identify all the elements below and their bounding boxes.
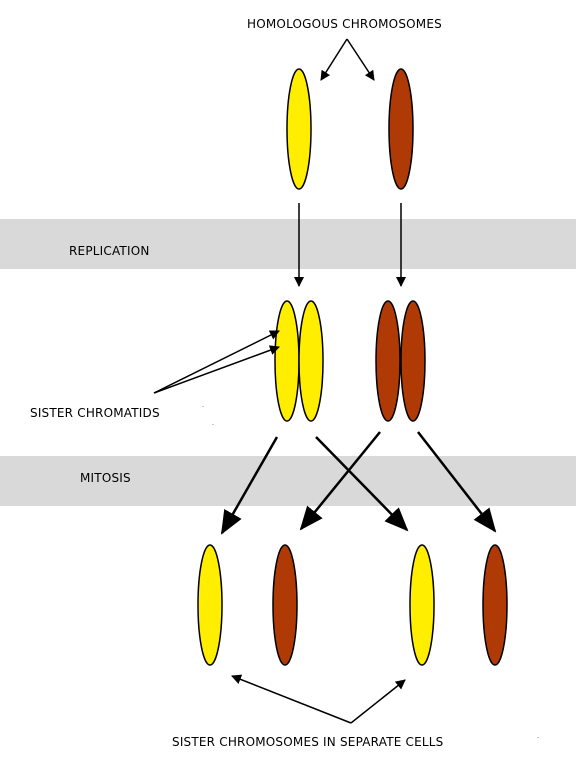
- sister-chromosome-pointer-left: [231, 674, 352, 724]
- mitosis-arrow-1: [220, 436, 279, 535]
- brown-chromatid-right: [400, 300, 426, 422]
- replication-label: REPLICATION: [69, 244, 150, 258]
- chromatid-pointer-arrow-2: [153, 345, 280, 394]
- mitosis-arrow-4: [417, 431, 497, 533]
- sister-chromosomes-label: SISTER CHROMOSOMES IN SEPARATE CELLS: [172, 735, 444, 749]
- speck-3: [537, 737, 539, 738]
- brown-chromosome: [388, 68, 414, 190]
- yellow-chromatid-left: [274, 300, 300, 422]
- mitosis-band: [0, 456, 576, 506]
- arrow-to-brown-chromosome: [346, 38, 375, 81]
- mitosis-arrow-3: [299, 431, 381, 531]
- homologous-chromosomes-label: HOMOLOGOUS CHROMOSOMES: [247, 17, 442, 31]
- yellow-chromatid-right: [298, 300, 324, 422]
- sister-chromatids-label: SISTER CHROMATIDS: [30, 406, 160, 420]
- replication-band: [0, 219, 576, 269]
- daughter-yellow-chromosome-2: [409, 544, 435, 666]
- daughter-yellow-chromosome-1: [197, 544, 223, 666]
- daughter-brown-chromosome-2: [482, 544, 508, 666]
- mitosis-label: MITOSIS: [80, 471, 131, 485]
- chromatid-pointer-arrow-1: [153, 330, 280, 394]
- daughter-brown-chromosome-1: [272, 544, 298, 666]
- speck-1: [202, 406, 204, 407]
- sister-chromosome-pointer-right: [350, 679, 406, 724]
- speck-2: [212, 424, 214, 425]
- mitosis-arrow-2: [315, 436, 409, 532]
- arrow-to-yellow-chromosome: [320, 38, 348, 81]
- yellow-chromosome: [286, 68, 312, 190]
- brown-chromatid-left: [375, 300, 401, 422]
